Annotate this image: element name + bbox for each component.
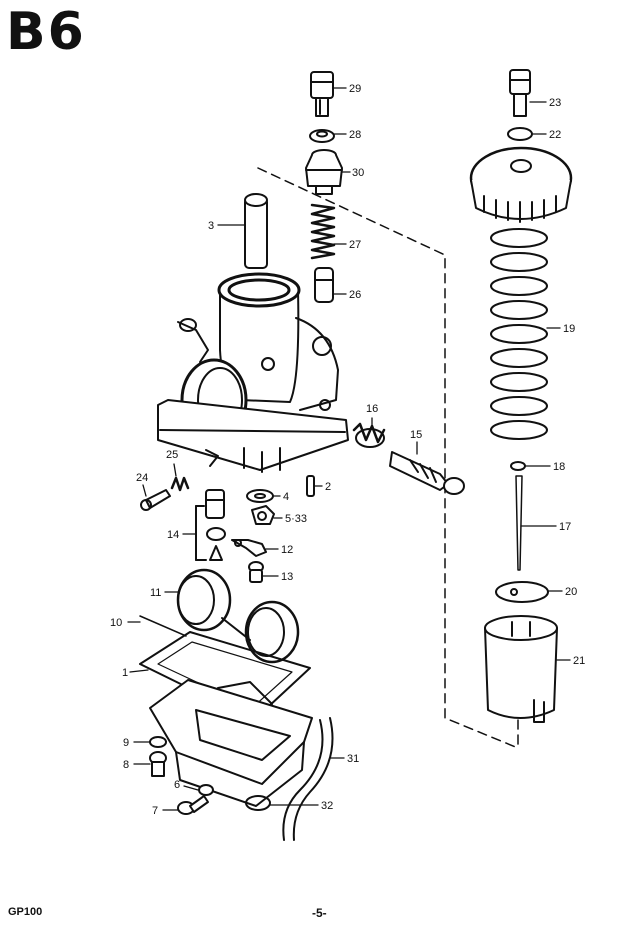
callout-1: 1: [122, 667, 128, 679]
callout-24: 24: [136, 472, 148, 484]
callout-14: 14: [167, 529, 179, 541]
jet-needle-17: [515, 475, 523, 571]
spring-27: [310, 203, 336, 260]
callout-17: 17: [559, 521, 571, 533]
callout-11: 11: [150, 587, 161, 599]
callout-4: 4: [283, 491, 289, 503]
callout-15: 15: [410, 429, 422, 441]
callout-6: 6: [174, 779, 180, 791]
float-11: [176, 568, 300, 664]
callout-12: 12: [281, 544, 293, 556]
spring-25: [170, 476, 190, 492]
float-valve-assembly-14: [195, 489, 226, 561]
callout-5-33: 5·33: [285, 513, 307, 525]
screw-7: [177, 795, 209, 815]
throttle-stop-screw-15: [389, 451, 465, 495]
callout-8: 8: [123, 759, 129, 771]
callout-27: 27: [349, 239, 361, 251]
leader-lines: [127, 87, 571, 811]
callout-28: 28: [349, 129, 361, 141]
washer-9: [149, 736, 167, 748]
lock-nut-28: [309, 129, 335, 143]
retainer-plate-20: [495, 581, 549, 603]
idle-spring-16: [352, 422, 386, 448]
callout-7: 7: [152, 805, 158, 817]
callout-30: 30: [352, 167, 364, 179]
air-screw-24: [140, 489, 171, 511]
callout-13: 13: [281, 571, 293, 583]
screw-13: [248, 561, 264, 583]
throttle-spring-19: [490, 228, 548, 440]
callout-2: 2: [325, 481, 331, 493]
drain-tube-31: [282, 717, 334, 841]
float-chamber: [149, 679, 313, 807]
callout-23: 23: [549, 97, 561, 109]
throttle-valve-21: [484, 615, 558, 723]
callout-3: 3: [208, 220, 214, 232]
carburetor-body: [157, 193, 349, 473]
callout-20: 20: [565, 586, 577, 598]
callout-16: 16: [366, 403, 378, 415]
page-number: -5-: [312, 906, 327, 920]
cable-adjuster-30: [305, 149, 343, 195]
alignment-dashed-line: [257, 167, 519, 751]
jet-5-33: [251, 505, 275, 525]
clip-12: [231, 539, 267, 557]
screw-23: [509, 69, 531, 117]
screw-29: [310, 71, 334, 117]
callout-26: 26: [349, 289, 361, 301]
callout-31: 31: [347, 753, 359, 765]
callout-21: 21: [573, 655, 585, 667]
callout-32: 32: [321, 800, 333, 812]
callout-labels: 29 28 30 3 27 26 16 15 2 4 5·33 12 13 24…: [110, 83, 585, 817]
callout-29: 29: [349, 83, 361, 95]
pin-2: [306, 475, 315, 497]
hose-clip-32: [245, 795, 271, 811]
callout-22: 22: [549, 129, 561, 141]
mixing-chamber-top: [469, 146, 573, 223]
callout-10: 10: [110, 617, 122, 629]
drain-screw-8: [149, 751, 167, 777]
float-pin-10: [139, 615, 187, 637]
plunger-26: [314, 267, 334, 303]
callout-9: 9: [123, 737, 129, 749]
section-code: B6: [6, 2, 86, 62]
callout-19: 19: [563, 323, 575, 335]
callout-18: 18: [553, 461, 565, 473]
e-clip-18: [510, 461, 526, 471]
lock-nut-22: [507, 127, 533, 141]
model-code: GP100: [8, 906, 43, 918]
washer-6: [198, 784, 214, 796]
callout-25: 25: [166, 449, 178, 461]
washer-4: [246, 489, 274, 503]
